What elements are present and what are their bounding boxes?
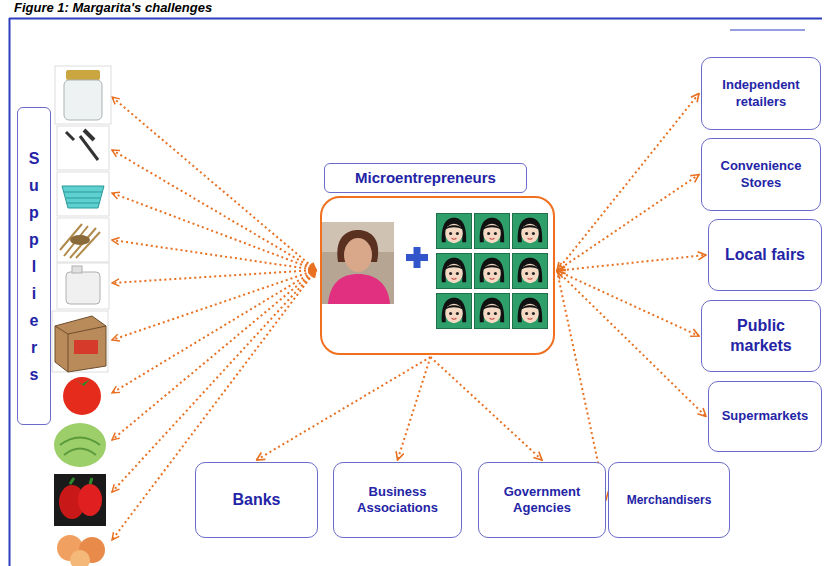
partner-box: Government Agencies [478, 462, 606, 538]
box-label: Public markets [702, 316, 820, 356]
supplier-pictures [52, 66, 111, 566]
partner-box: Independent retailers [701, 57, 821, 130]
dotted-connector [557, 94, 699, 271]
dotted-connector [557, 271, 699, 336]
supplier-band: Suppliers [17, 107, 51, 425]
partner-box: Public markets [701, 300, 821, 372]
partner-box: Local fairs [708, 219, 822, 291]
dotted-connector [557, 271, 706, 417]
dotted-connector [398, 357, 431, 460]
dotted-connector [257, 357, 431, 460]
box-label: Independent retailers [702, 77, 820, 110]
box-label: Local fairs [719, 245, 811, 265]
dotted-connector [557, 255, 706, 271]
box-label: Supermarkets [716, 408, 815, 424]
box-label: Convenience Stores [702, 158, 820, 191]
dotted-connector [430, 357, 542, 460]
partner-box: Business Associations [333, 462, 462, 538]
box-label: Government Agencies [479, 484, 605, 517]
box-label: Banks [226, 490, 286, 510]
dotted-connector [557, 175, 699, 271]
box-label: Business Associations [334, 484, 461, 517]
vertical-label: Suppliers [26, 145, 42, 388]
figure-title: Figure 1: Margarita's challenges [14, 0, 212, 15]
partner-box: Convenience Stores [701, 138, 821, 211]
entrepreneur-group: Microentrepreneurs [320, 196, 555, 355]
heading-label: Microentrepreneurs [355, 169, 496, 188]
partner-box: Banks [195, 462, 318, 538]
box-label: Merchandisers [621, 493, 718, 508]
portrait-photo [322, 222, 394, 304]
heading-box: Microentrepreneurs [324, 163, 527, 193]
avatar-grid [436, 213, 547, 328]
partner-box: Supermarkets [708, 381, 822, 452]
partner-box: Merchandisers [608, 462, 730, 538]
